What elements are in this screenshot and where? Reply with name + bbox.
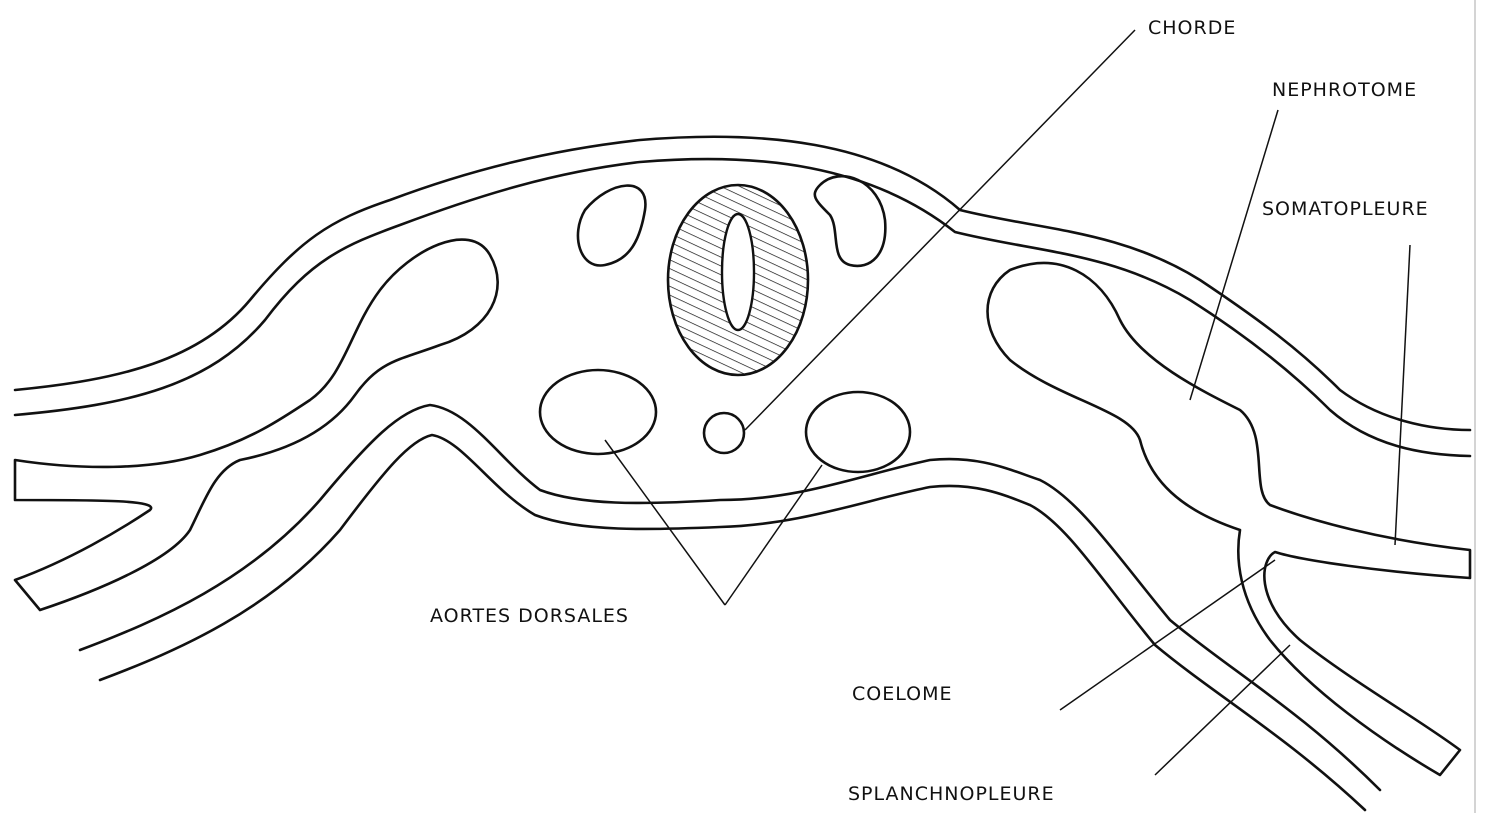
right-mesoderm [988, 263, 1471, 775]
label-coelome: COELOME [852, 683, 953, 705]
label-aortes-dorsales: AORTES DORSALES [430, 605, 629, 627]
endoderm [80, 405, 1380, 810]
somite-right [815, 176, 886, 266]
notochord [704, 413, 744, 453]
left-mesoderm [15, 240, 498, 610]
aorta-left [540, 370, 656, 454]
neural-tube [668, 185, 808, 375]
label-nephrotome: NEPHROTOME [1272, 79, 1417, 101]
somite-left [578, 186, 645, 266]
aorta-right [806, 392, 910, 472]
label-somatopleure: SOMATOPLEURE [1262, 198, 1429, 220]
label-splanchnopleure: SPLANCHNOPLEURE [848, 783, 1055, 805]
label-chorde: CHORDE [1148, 17, 1236, 39]
